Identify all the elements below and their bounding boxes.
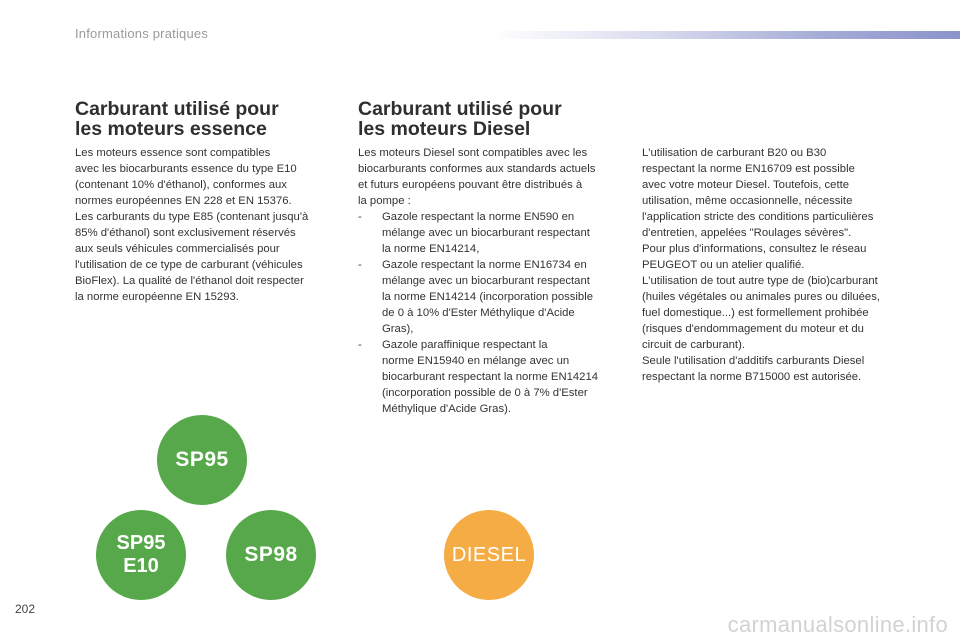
text-line: respectant la norme B715000 est autorisé… — [642, 371, 862, 383]
text-line: normes européennes EN 228 et EN 15376. — [75, 195, 292, 207]
petrol-title-line1: Carburant utilisé pour — [75, 98, 279, 120]
text-line: d'entretien, appelées "Roulages sévères"… — [642, 227, 852, 239]
text-line: Gras), — [382, 323, 414, 335]
diesel-title-line1: Carburant utilisé pour — [358, 98, 562, 120]
text-line: Seule l'utilisation d'additifs carburant… — [642, 355, 865, 367]
sp98-label: SP98 — [244, 543, 298, 566]
text-line: Méthylique d'Acide Gras). — [382, 403, 511, 415]
text-line: mélange avec un biocarburant respectant — [382, 227, 590, 239]
bullet-item-en15940: - Gazole paraffinique respectant la norm… — [358, 337, 628, 417]
text-line: Les carburants du type E85 (contenant ju… — [75, 211, 309, 223]
text-line: l'utilisation de ce type de carburant (v… — [75, 259, 303, 271]
text-line: Les moteurs essence sont compatibles — [75, 147, 271, 159]
text-line: (huiles végétales ou animales pures ou d… — [642, 291, 881, 303]
text-line: (contenant 10% d'éthanol), conformes aux — [75, 179, 287, 191]
watermark: carmanualsonline.info — [727, 612, 948, 637]
text-line: circuit de carburant). — [642, 339, 745, 351]
text-line: Pour plus d'informations, consultez le r… — [642, 243, 867, 255]
text-line: la norme EN14214, — [382, 243, 480, 255]
text-line: avec votre moteur Diesel. Toutefois, cet… — [642, 179, 850, 191]
page-number: 202 — [15, 602, 36, 616]
bullet-item-en16734: - Gazole respectant la norme EN16734 en … — [358, 257, 628, 337]
header-gradient-bar — [490, 31, 960, 39]
text-line: aux seuls véhicules commercialisés pour — [75, 243, 280, 255]
text-line: 85% d'éthanol) sont exclusivement réserv… — [75, 227, 296, 239]
petrol-section-title: Carburant utilisé pour les moteurs essen… — [75, 99, 279, 139]
text-line: (incorporation possible de 0 à 7% d'Este… — [382, 387, 588, 399]
text-line: BioFlex). La qualité de l'éthanol doit r… — [75, 275, 304, 287]
diesel-biofuel-text: L'utilisation de carburant B20 ou B30 re… — [642, 145, 942, 385]
text-line: Gazole paraffinique respectant la — [382, 339, 548, 351]
text-line: Les moteurs Diesel sont compatibles avec… — [358, 147, 588, 159]
text-line: fuel domestique...) est formellement pro… — [642, 307, 869, 319]
text-line: la norme européenne EN 15293. — [75, 291, 239, 303]
bullet-dash: - — [358, 211, 362, 223]
text-line: norme EN15940 en mélange avec un — [382, 355, 570, 367]
text-line: L'utilisation de carburant B20 ou B30 — [642, 147, 827, 159]
bullet-dash: - — [358, 339, 362, 351]
text-line: PEUGEOT ou un atelier qualifié. — [642, 259, 805, 271]
bullet-dash: - — [358, 259, 362, 271]
text-line: l'application stricte des conditions par… — [642, 211, 874, 223]
sp95-e10-fuel-badge: SP95 E10 — [96, 510, 186, 600]
sp98-fuel-badge: SP98 — [226, 510, 316, 600]
text-line: biocarburant respectant la norme EN14214 — [382, 371, 599, 383]
section-header-title: Informations pratiques — [75, 26, 209, 41]
text-line: (risques d'endommagement du moteur et du — [642, 323, 864, 335]
text-line: la norme EN14214 (incorporation possible — [382, 291, 593, 303]
text-line: et futurs européens pouvant être distrib… — [358, 179, 583, 191]
petrol-title-line2: les moteurs essence — [75, 118, 267, 140]
text-line: biocarburants conformes aux standards ac… — [358, 163, 596, 175]
diesel-body-text: Les moteurs Diesel sont compatibles avec… — [358, 145, 628, 417]
petrol-body-text: Les moteurs essence sont compatibles ave… — [75, 145, 345, 305]
bullet-item-en590: - Gazole respectant la norme EN590 en mé… — [358, 209, 628, 257]
text-line: utilisation, même occasionnelle, nécessi… — [642, 195, 853, 207]
diesel-title-line2: les moteurs Diesel — [358, 118, 531, 140]
text-line: respectant la norme EN16709 est possible — [642, 163, 855, 175]
text-line: L'utilisation de tout autre type de (bio… — [642, 275, 878, 287]
text-line: mélange avec un biocarburant respectant — [382, 275, 590, 287]
text-line: avec les biocarburants essence du type E… — [75, 163, 297, 175]
diesel-section-title: Carburant utilisé pour les moteurs Diese… — [358, 99, 562, 139]
diesel-label: DIESEL — [451, 543, 527, 566]
sp95-e10-label-line1: SP95 — [116, 532, 166, 554]
text-line: Gazole respectant la norme EN590 en — [382, 211, 575, 223]
diesel-fuel-badge: DIESEL — [444, 510, 534, 600]
sp95-label: SP95 — [175, 448, 229, 471]
sp95-e10-label-line2: E10 — [123, 555, 159, 577]
sp95-fuel-badge: SP95 — [157, 415, 247, 505]
text-line: la pompe : — [358, 195, 411, 207]
text-line: Gazole respectant la norme EN16734 en — [382, 259, 587, 271]
text-line: de 0 à 10% d'Ester Méthylique d'Acide — [382, 307, 575, 319]
